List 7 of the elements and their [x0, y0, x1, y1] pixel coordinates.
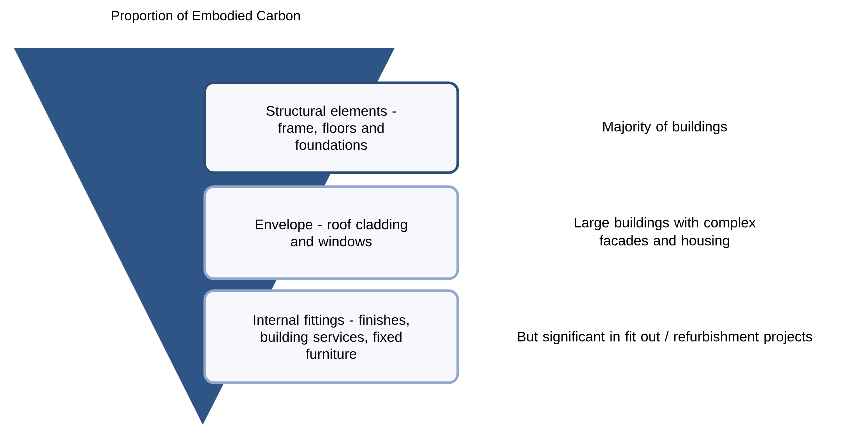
description: Large buildings with complex facades and housing	[575, 217, 756, 248]
text-box: Structural elements - frame, floors and foundations	[204, 82, 460, 174]
title: Proportion of Embodied Carbon	[112, 10, 300, 24]
description: Majority of buildings	[604, 121, 728, 134]
description: But significant in fit out / refurbishment projects	[518, 331, 812, 344]
text-box: Internal fittings - finishes, building services, fixed furniture	[204, 290, 460, 384]
text-box: Envelope - roof cladding and windows	[204, 186, 460, 280]
